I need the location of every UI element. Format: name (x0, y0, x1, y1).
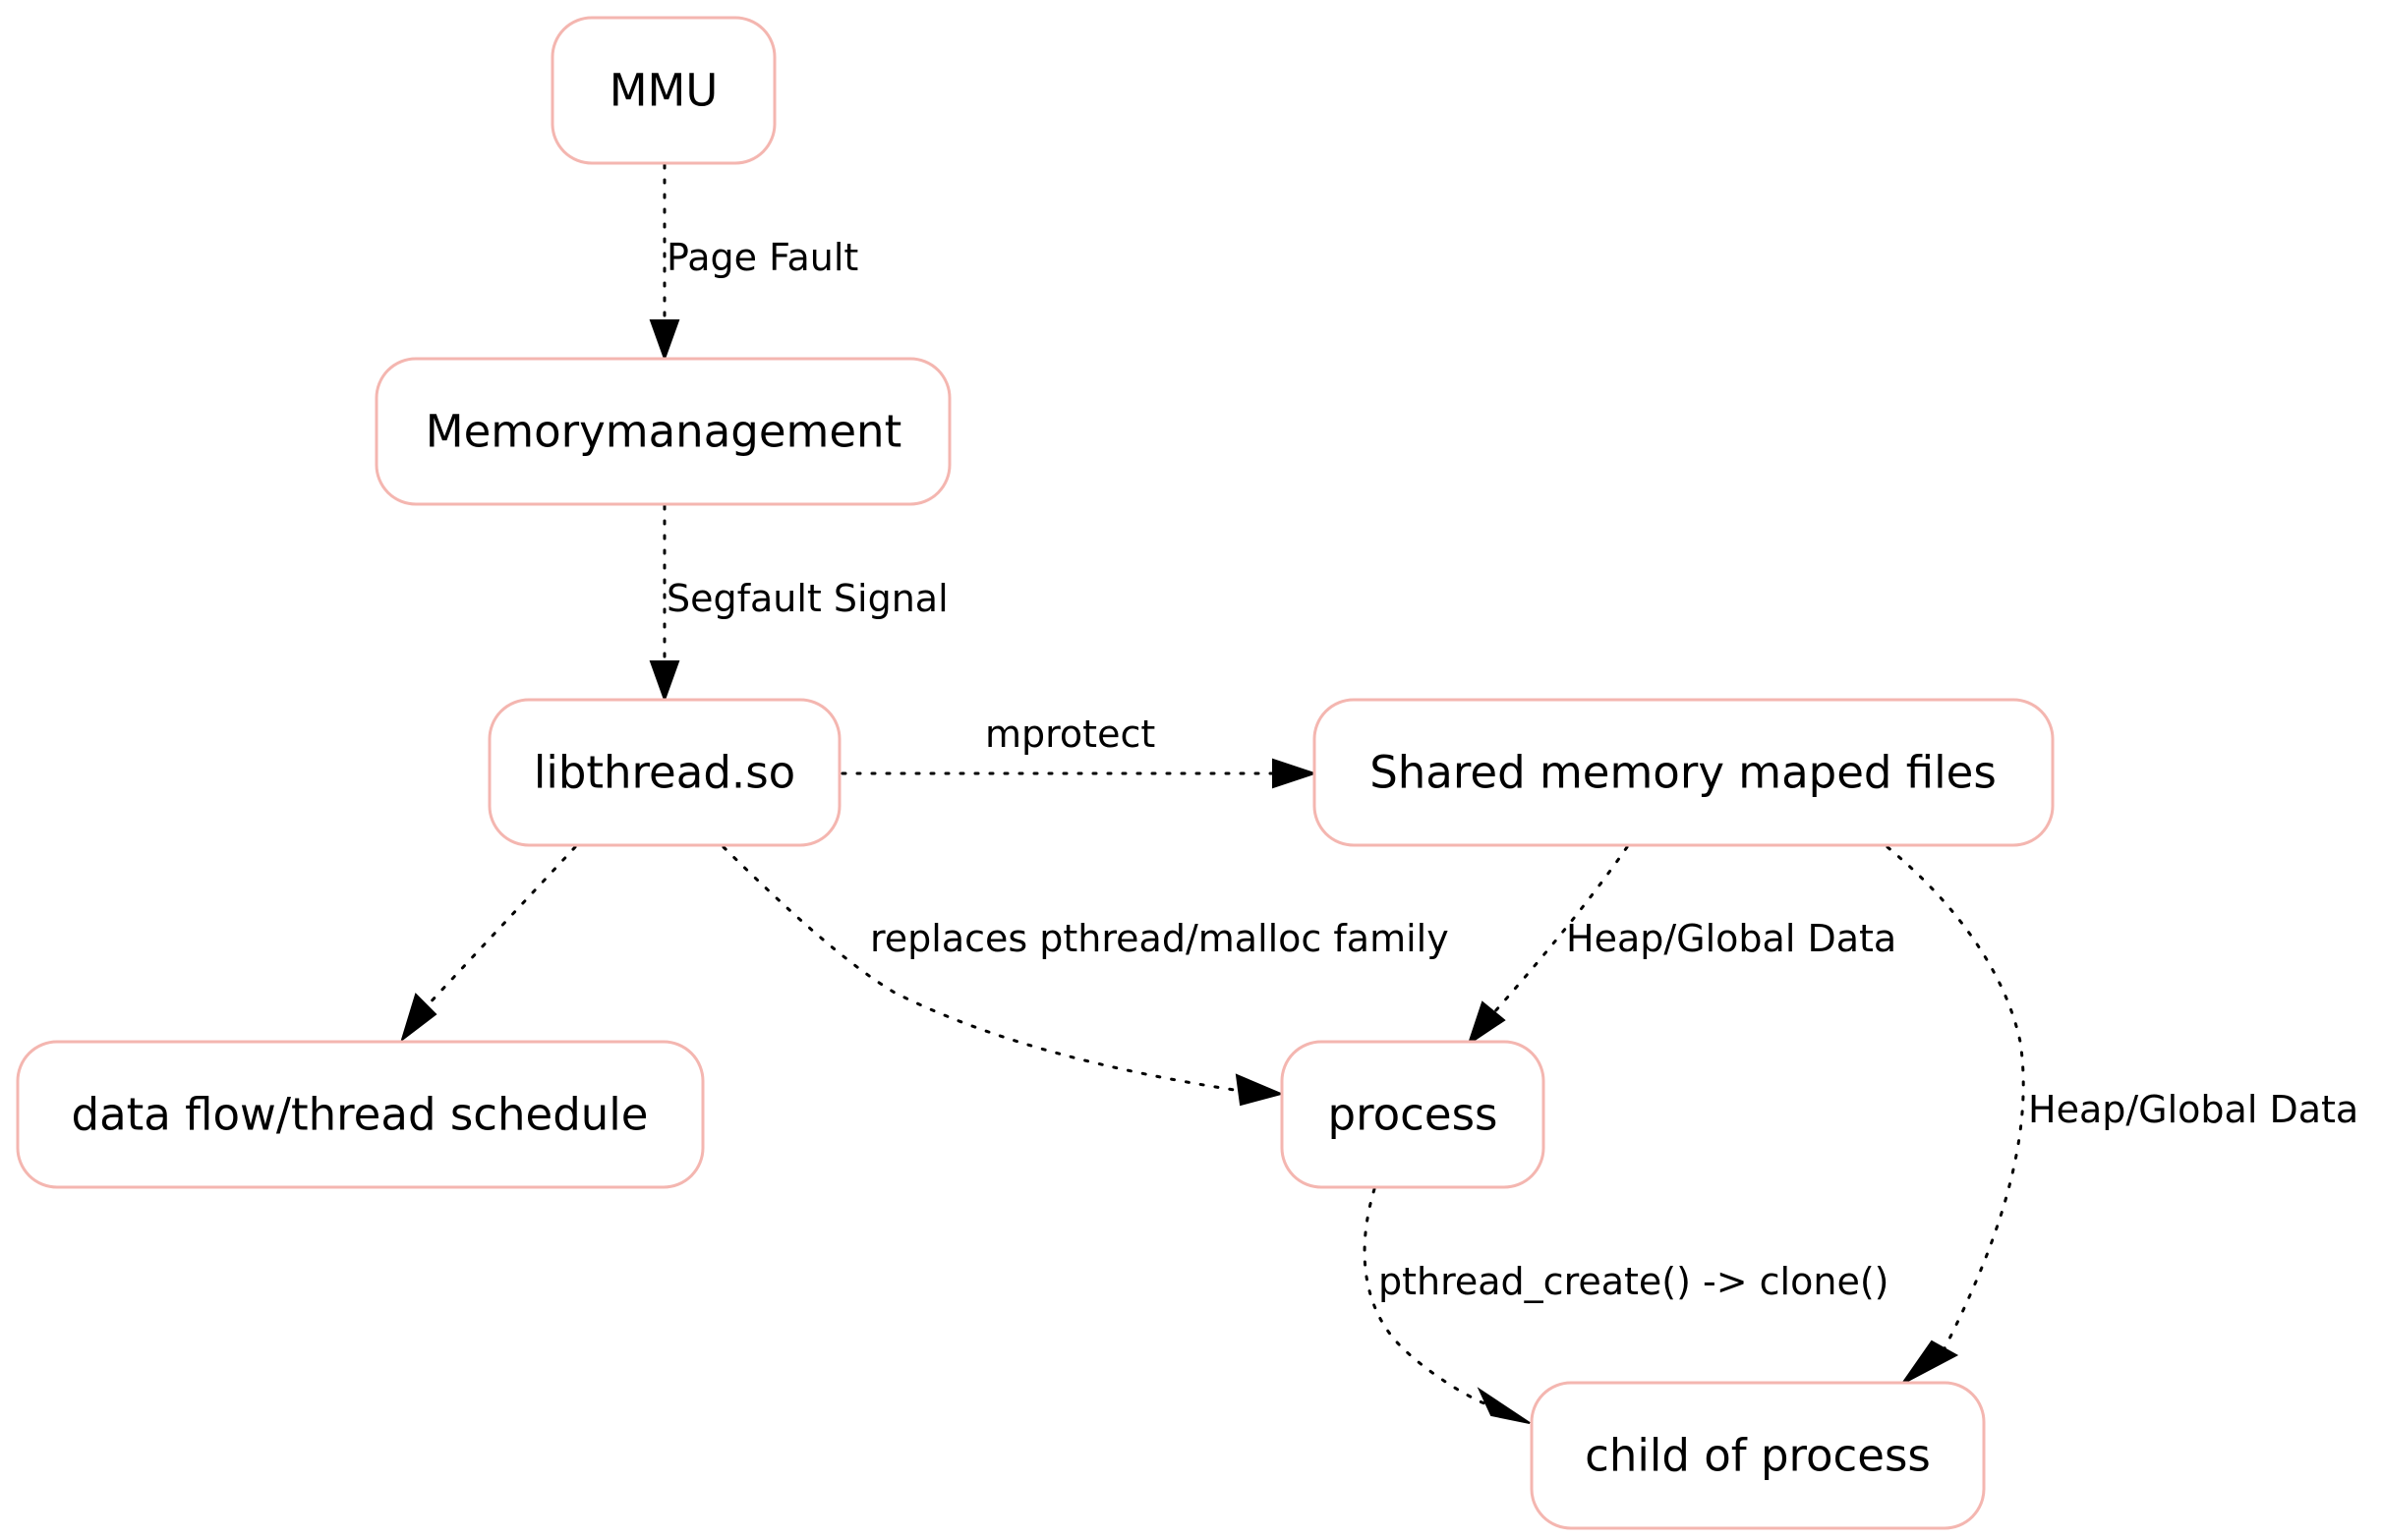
node-label-libthread: libthread.so (534, 747, 795, 799)
node-dataflow: data flow/thread schedule (16, 1040, 705, 1189)
edge-memorymanagement-to-libthread (649, 504, 680, 703)
node-label-mmu: MMU (610, 65, 719, 117)
node-label-shared-memory: Shared memory maped files (1369, 747, 1997, 799)
node-mmu: MMU (551, 16, 777, 165)
node-child-of-process: child of process (1530, 1381, 1986, 1530)
edge-process-to-child (1363, 1187, 1531, 1424)
node-label-child-of-process: child of process (1585, 1430, 1931, 1482)
node-label-process: process (1328, 1089, 1498, 1141)
node-process: process (1280, 1040, 1545, 1189)
edge-libthread-to-dataflow (400, 845, 577, 1043)
edge-label-pthread-create: pthread_create() -> clone() (1378, 1260, 1888, 1303)
node-memorymanagement: Memorymanagement (375, 357, 952, 506)
edge-shared-to-process (1467, 845, 1629, 1047)
edge-label-replaces: replaces pthread/malloc family (870, 917, 1449, 960)
edge-label-page-fault: Page Fault (667, 236, 858, 279)
edge-libthread-to-process (722, 845, 1285, 1107)
edge-label-heap-process: Heap/Global Data (1566, 917, 1896, 960)
edge-shared-to-child (1886, 845, 2025, 1385)
edge-mmu-to-memorymanagement (649, 163, 680, 362)
edge-label-segfault-signal: Segfault Signal (667, 577, 949, 620)
node-libthread: libthread.so (488, 698, 842, 847)
node-label-dataflow: data flow/thread schedule (72, 1089, 649, 1141)
edge-libthread-to-shared (841, 758, 1318, 789)
edge-label-heap-child: Heap/Global Data (2028, 1088, 2358, 1131)
node-label-memorymanagement: Memorymanagement (426, 406, 901, 458)
edge-label-mprotect: mprotect (985, 713, 1155, 756)
node-shared-memory: Shared memory maped files (1312, 698, 2055, 847)
